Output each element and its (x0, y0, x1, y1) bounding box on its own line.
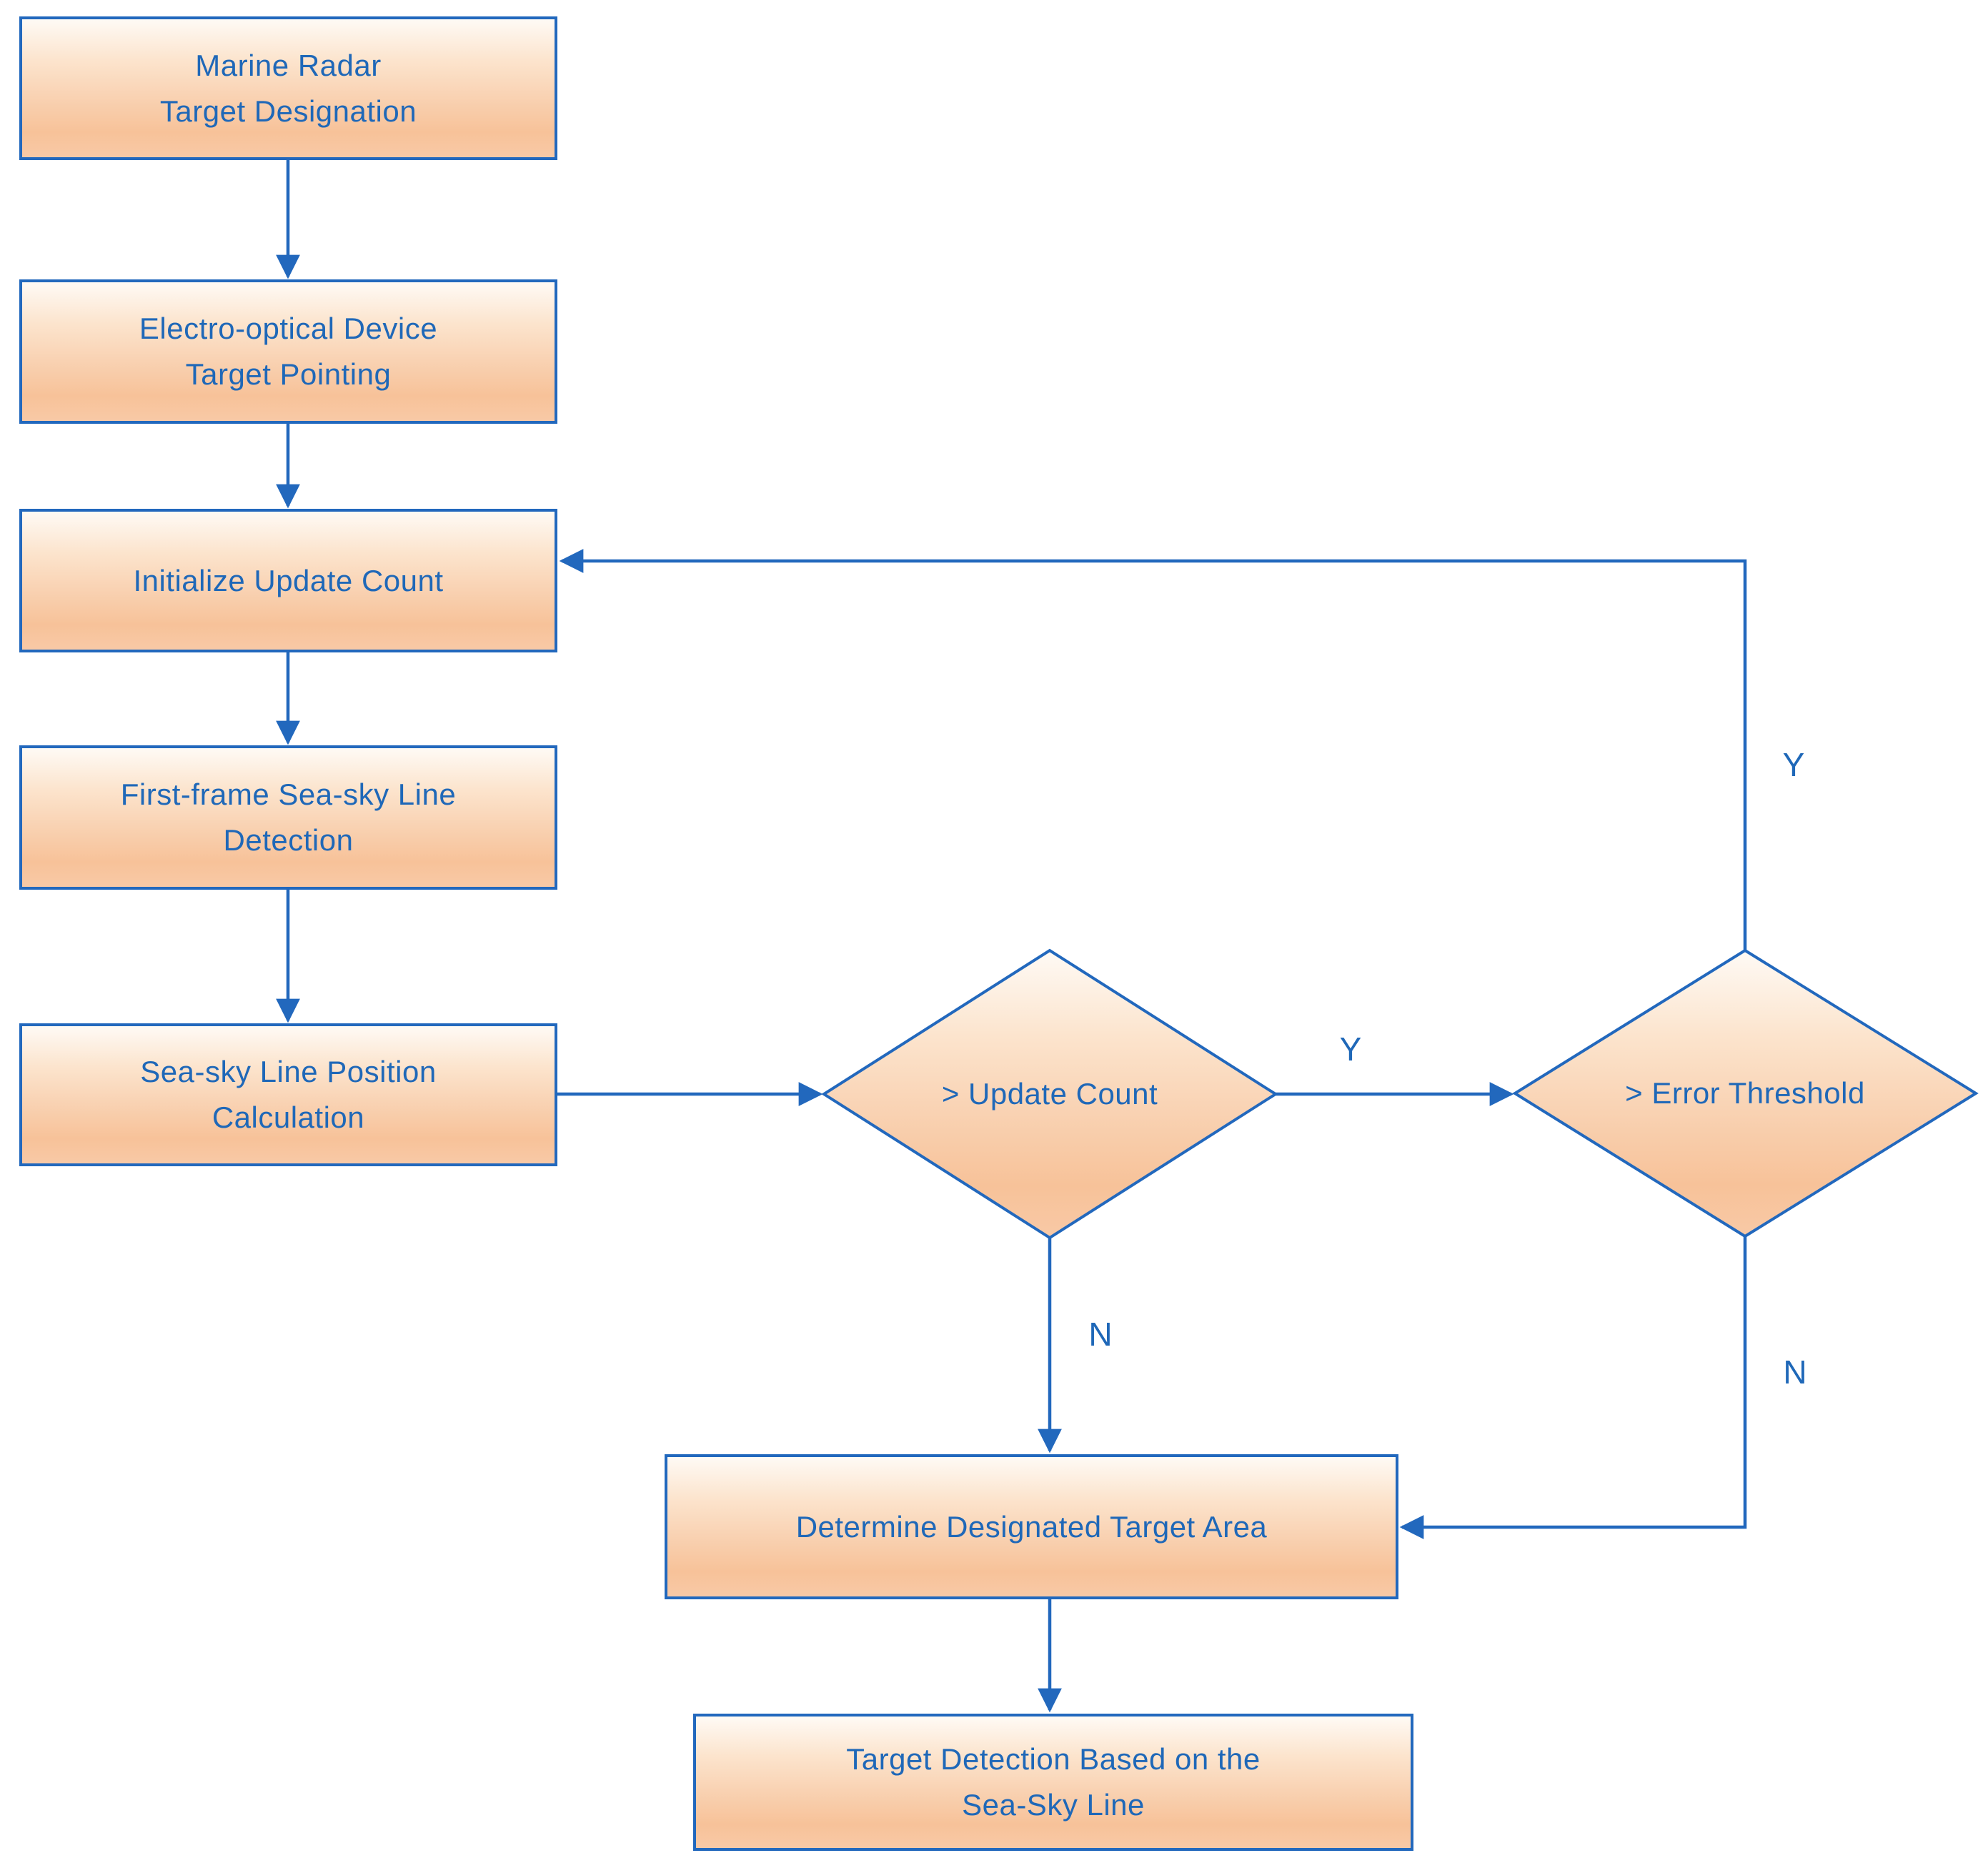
process-label: Initialize Update Count (133, 563, 444, 597)
arrow-errorthreshold-no-to-determine (1399, 1236, 1747, 1539)
process-determine-designated-target-area: Determine Designated Target Area (665, 1454, 1398, 1599)
process-label: Electro-optical Device Target Pointing (139, 312, 438, 391)
process-initialize-update-count: Initialize Update Count (19, 509, 557, 652)
branch-label-error-threshold-yes: Y (1782, 746, 1805, 783)
branch-label-update-count-yes: Y (1339, 1030, 1362, 1068)
branch-label-update-count-no: N (1088, 1316, 1113, 1353)
error-threshold-decision-diamond (1512, 948, 1979, 1238)
process-label: Sea-sky Line Position Calculation (140, 1055, 437, 1134)
process-label: Determine Designated Target Area (795, 1509, 1268, 1544)
process-label: Target Detection Based on the Sea-Sky Li… (846, 1742, 1261, 1822)
process-target-detection-based-on-sea-sky-line: Target Detection Based on the Sea-Sky Li… (693, 1714, 1413, 1851)
process-marine-radar-target-designation: Marine Radar Target Designation (19, 16, 557, 160)
process-label: Marine Radar Target Designation (159, 48, 417, 128)
arrow-errorthreshold-yes-loop-to-init (559, 549, 1747, 950)
process-electro-optical-device-target-pointing: Electro-optical Device Target Pointing (19, 279, 557, 424)
process-first-frame-sea-sky-line-detection: First-frame Sea-sky Line Detection (19, 745, 557, 890)
branch-label-error-threshold-no: N (1783, 1353, 1807, 1391)
process-sea-sky-line-position-calculation: Sea-sky Line Position Calculation (19, 1023, 557, 1166)
process-label: First-frame Sea-sky Line Detection (120, 777, 457, 857)
update-count-decision-diamond (821, 948, 1278, 1240)
